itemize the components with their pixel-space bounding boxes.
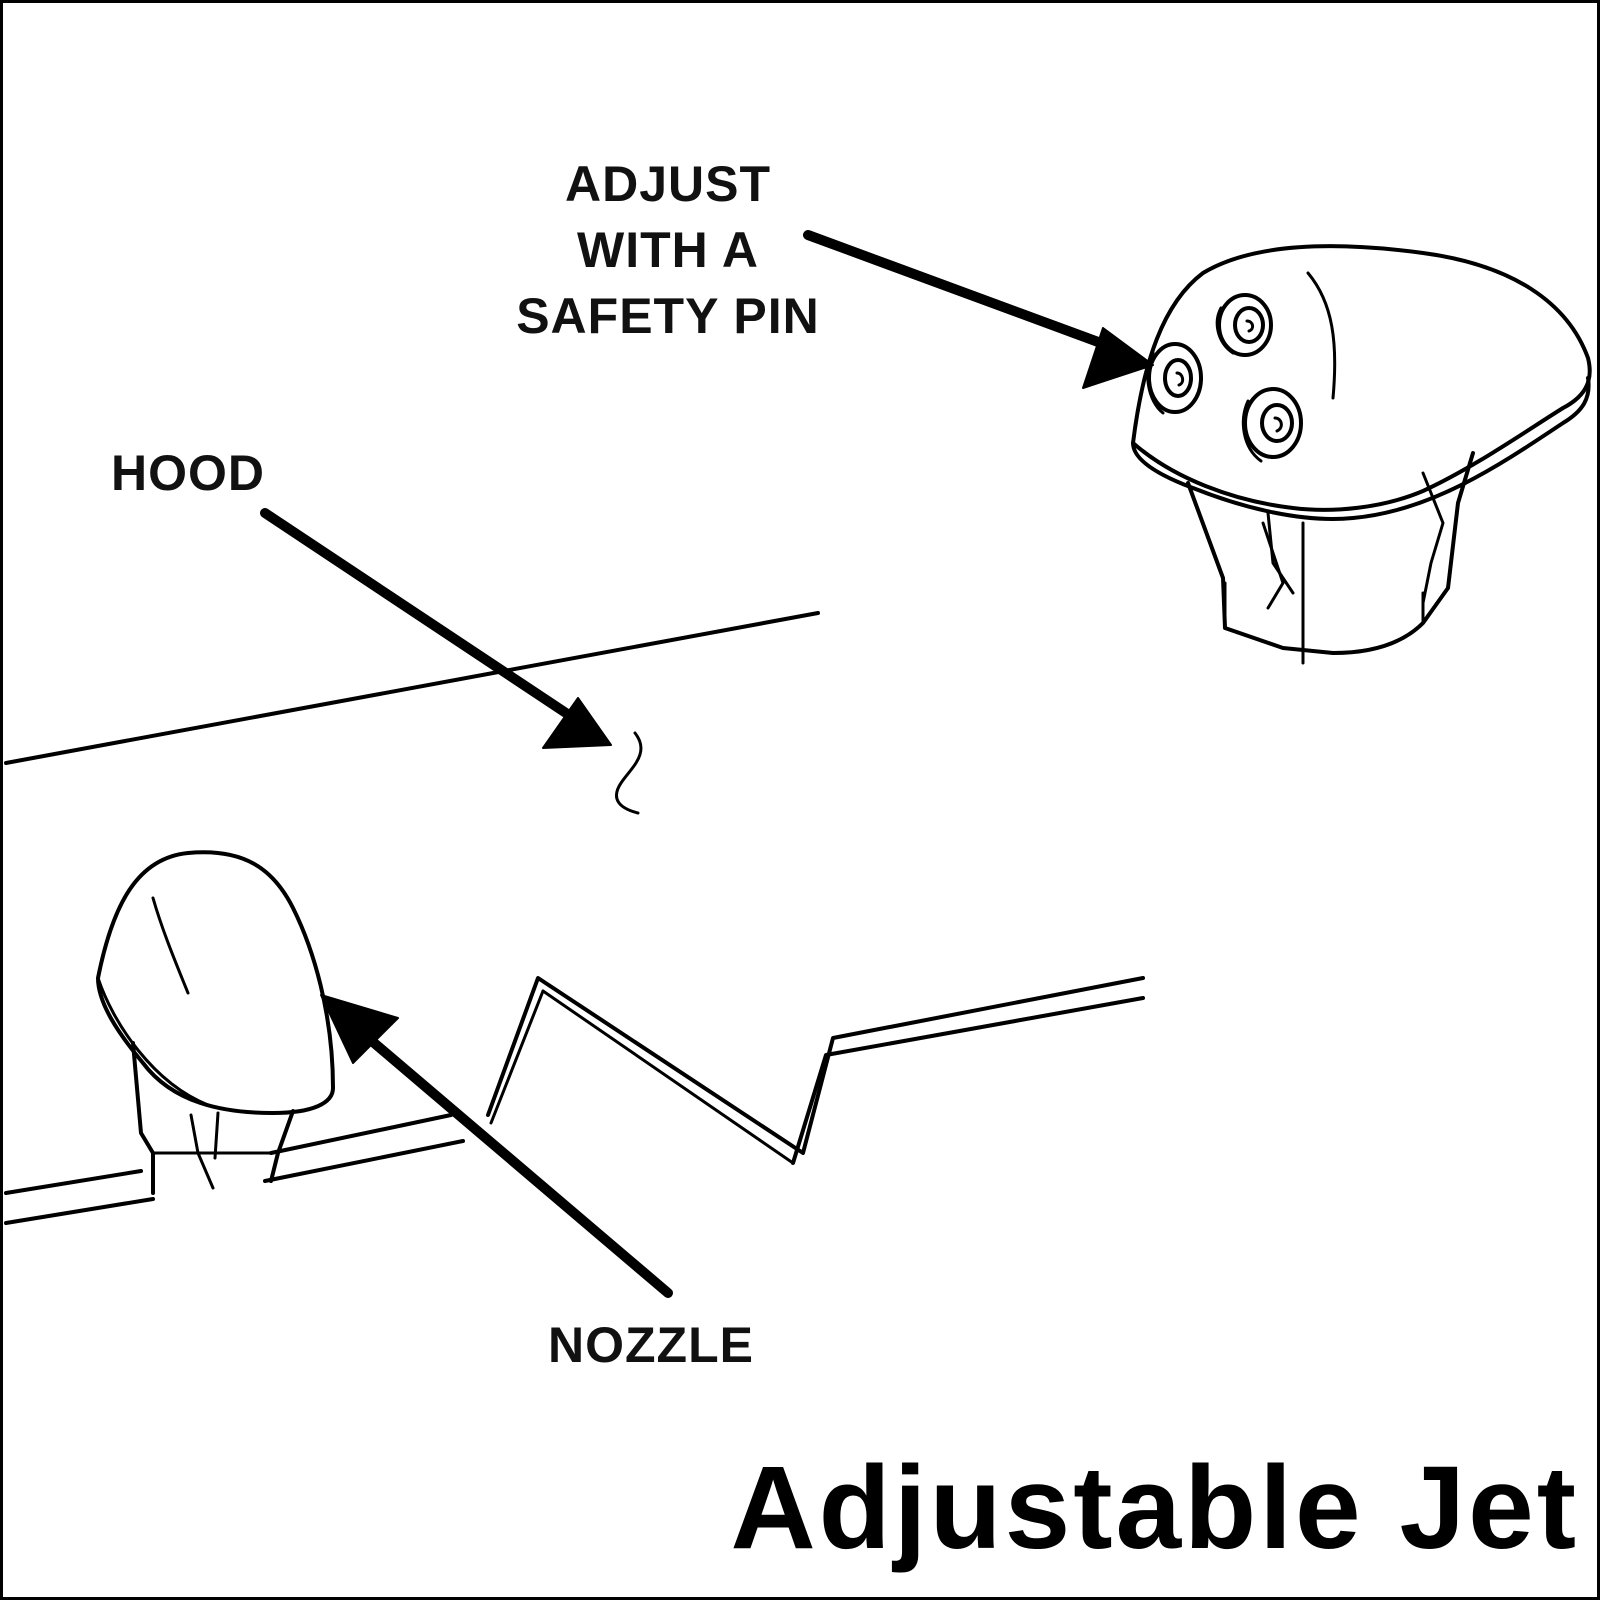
label-hood: HOOD bbox=[111, 445, 265, 501]
jet-hole-3 bbox=[1241, 387, 1303, 463]
nozzle-small bbox=[96, 850, 335, 1195]
line-drawing bbox=[4, 230, 1592, 1298]
jet-hole-1 bbox=[1215, 293, 1273, 357]
label-nozzle: NOZZLE bbox=[548, 1317, 754, 1373]
arrow-adjust bbox=[803, 230, 1154, 389]
hood-squiggle bbox=[615, 731, 643, 815]
jet-hole-2 bbox=[1146, 342, 1203, 415]
figure-caption: Adjustable Jet bbox=[730, 1442, 1579, 1574]
label-adjust-with-safety-pin: ADJUST WITH A SAFETY PIN bbox=[516, 156, 820, 344]
nozzle-large bbox=[1131, 244, 1592, 665]
arrow-nozzle bbox=[320, 994, 673, 1298]
cowl-edge-line bbox=[4, 976, 1145, 1225]
hood-edge-line bbox=[4, 611, 820, 765]
arrow-hood bbox=[260, 508, 612, 749]
